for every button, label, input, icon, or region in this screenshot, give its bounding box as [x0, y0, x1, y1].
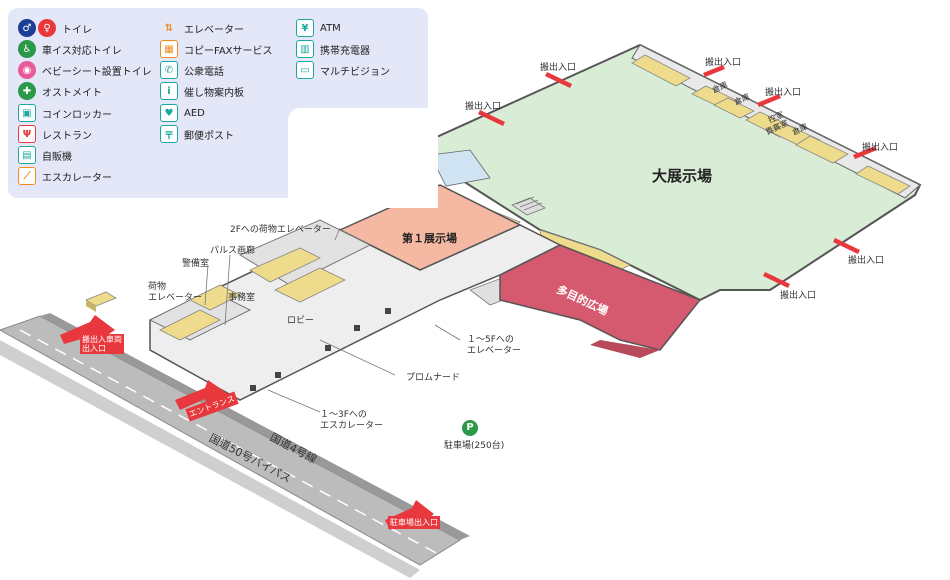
legend-item-phone: ✆ 公衆電話 [160, 60, 224, 80]
entrance-booth [85, 291, 117, 312]
parking-label: 駐車場(250台) [444, 441, 505, 451]
legend-label: ベビーシート設置トイレ [42, 66, 152, 78]
vending-icon: ▤ [18, 146, 36, 164]
legend-label: 車イス対応トイレ [42, 45, 122, 57]
stairs [511, 196, 546, 216]
legend-label: オストメイト [42, 87, 102, 99]
legend-item-vision: ▭ マルチビジョン [296, 60, 390, 80]
road [0, 313, 470, 578]
legend-item-ostomate: ✚ オストメイト [18, 81, 102, 101]
legend-item-locker: ▣ コインロッカー [18, 103, 112, 123]
escalator-1-3f-label: １～3Fへの エスカレーター [320, 410, 384, 431]
legend-item-post: 〒 郵便ポスト [160, 124, 234, 144]
legend-item-restaurant: Ψ レストラン [18, 124, 92, 144]
legend-item-info: i 催し物案内板 [160, 81, 244, 101]
charger-icon: ▥ [296, 40, 314, 58]
legend-panel-cutout [288, 108, 438, 208]
legend-item-vending: ▤ 自販機 [18, 145, 72, 165]
ostomate-icon: ✚ [18, 82, 36, 100]
carry-in-label: 搬出入口 [780, 291, 817, 301]
pillars [250, 308, 391, 391]
postbox-icon: 〒 [160, 125, 178, 143]
legend-item-atm: ¥ ATM [296, 18, 341, 38]
promenade-label: プロムナード [406, 373, 461, 383]
carry-in-label: 搬出入口 [705, 58, 742, 68]
large-hall-label: 大展示場 [652, 167, 713, 185]
restroom-icon: ♂ [18, 19, 36, 37]
wheelchair-icon: ♿ [18, 40, 36, 58]
elevator-1-5f-label: １～5Fへの エレベーター [467, 335, 522, 356]
legend-label: エレベーター [184, 24, 244, 36]
elevator-2f-label: 2Fへの荷物エレベーター [230, 225, 331, 235]
legend-label: 郵便ポスト [184, 130, 234, 142]
legend-item-copyfax: ▦ コピーFAXサービス [160, 39, 273, 59]
lobby-label: ロビー [287, 316, 315, 326]
guard-room-label: 警備室 [182, 259, 210, 269]
legend-item-wheelchair: ♿ 車イス対応トイレ [18, 39, 122, 59]
elevator-icon: ⇅ [164, 22, 174, 34]
legend-label: マルチビジョン [320, 66, 390, 78]
legend-label: 催し物案内板 [184, 87, 244, 99]
legend-label: ATM [320, 22, 341, 34]
phone-icon: ✆ [160, 61, 178, 79]
restaurant-icon: Ψ [18, 125, 36, 143]
multivision-icon: ▭ [296, 61, 314, 79]
atm-icon: ¥ [296, 19, 314, 37]
copy-fax-icon: ▦ [160, 40, 178, 58]
aed-icon: ♥ [160, 104, 178, 122]
legend-item-escalator: ⟋ エスカレーター [18, 166, 112, 186]
event-board-icon: i [160, 82, 178, 100]
baby-sheet-icon: ◉ [18, 61, 36, 79]
carry-in-label: 搬出入口 [465, 102, 502, 112]
legend-label: エスカレーター [42, 172, 112, 184]
legend-label: トイレ [62, 24, 92, 36]
legend-label: 携帯充電器 [320, 45, 370, 57]
legend-item-aed: ♥ AED [160, 103, 205, 123]
legend-label: コピーFAXサービス [184, 45, 273, 57]
cargo-elevator-label: 荷物 エレベーター [148, 282, 203, 303]
parking-entrance-label: 駐車場出入口 [388, 516, 440, 529]
carry-in-label: 搬出入口 [848, 256, 885, 266]
carry-in-label: 搬出入口 [862, 143, 899, 153]
legend-item-elevator: ⇅ エレベーター [160, 18, 244, 38]
vehicle-entrance-label: 搬出入車両 出入口 [80, 334, 124, 354]
carry-in-label: 搬出入口 [765, 88, 802, 98]
multipurpose-plaza [499, 244, 702, 358]
first-hall-label: 第１展示場 [402, 232, 457, 245]
legend-item-charger: ▥ 携帯充電器 [296, 39, 370, 59]
restroom-female-icon: ♀ [38, 19, 56, 37]
legend-item-baby: ◉ ベビーシート設置トイレ [18, 60, 152, 80]
legend-label: 公衆電話 [184, 66, 224, 78]
legend-label: AED [184, 107, 205, 119]
carry-in-label: 搬出入口 [540, 63, 577, 73]
legend-label: レストラン [42, 130, 92, 142]
leader-lines [204, 227, 461, 413]
locker-icon: ▣ [18, 104, 36, 122]
legend-label: コインロッカー [42, 109, 112, 121]
pulse-gallery-label: パルス画廊 [210, 246, 256, 256]
escalator-icon: ⟋ [18, 167, 36, 185]
legend-item-toilet: ♂ ♀ トイレ [18, 18, 92, 38]
parking-icon: P [462, 420, 478, 436]
legend-label: 自販機 [42, 151, 72, 163]
office-label: 事務室 [228, 293, 256, 303]
